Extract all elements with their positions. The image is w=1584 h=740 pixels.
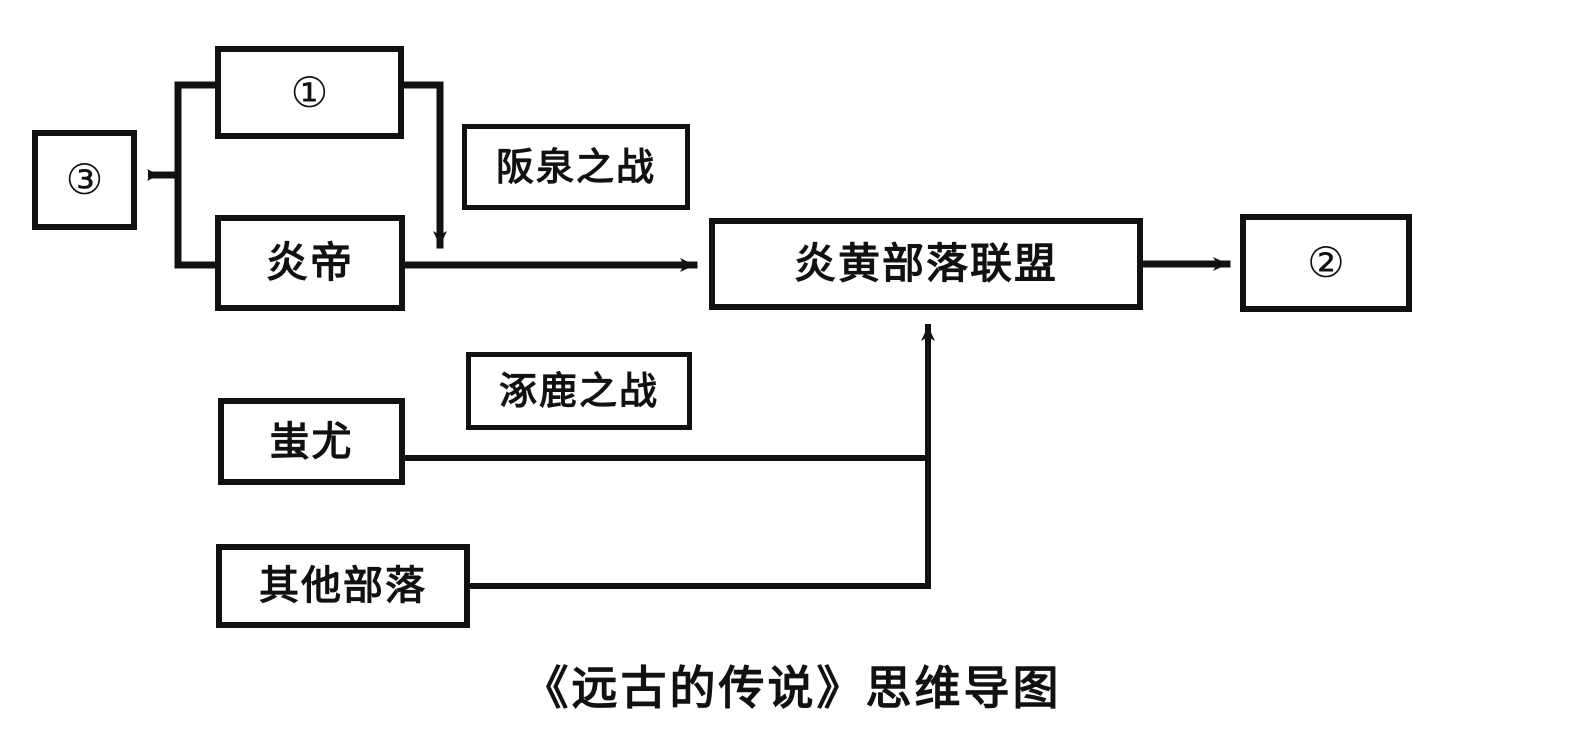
diagram-caption: 《远古的传说》思维导图 [522,661,1062,715]
node-yandi[interactable]: 炎帝 [215,215,405,311]
node-topic-one-blank[interactable]: ① [215,46,404,139]
connector-one-to-alliance [400,81,447,249]
node-chiyou[interactable]: 蚩尤 [218,398,405,485]
connector-to-third [147,81,219,269]
node-battle-of-banquan[interactable]: 阪泉之战 [462,124,690,210]
node-second-blank[interactable]: ② [1240,214,1412,312]
node-other-tribes[interactable]: 其他部落 [216,544,470,628]
node-yanhuang-tribal-alliance[interactable]: 炎黄部落联盟 [709,218,1143,310]
node-battle-of-zhuolu[interactable]: 涿鹿之战 [466,352,692,430]
node-third-blank[interactable]: ③ [32,130,137,230]
connector-others-to-alliance [467,455,931,589]
